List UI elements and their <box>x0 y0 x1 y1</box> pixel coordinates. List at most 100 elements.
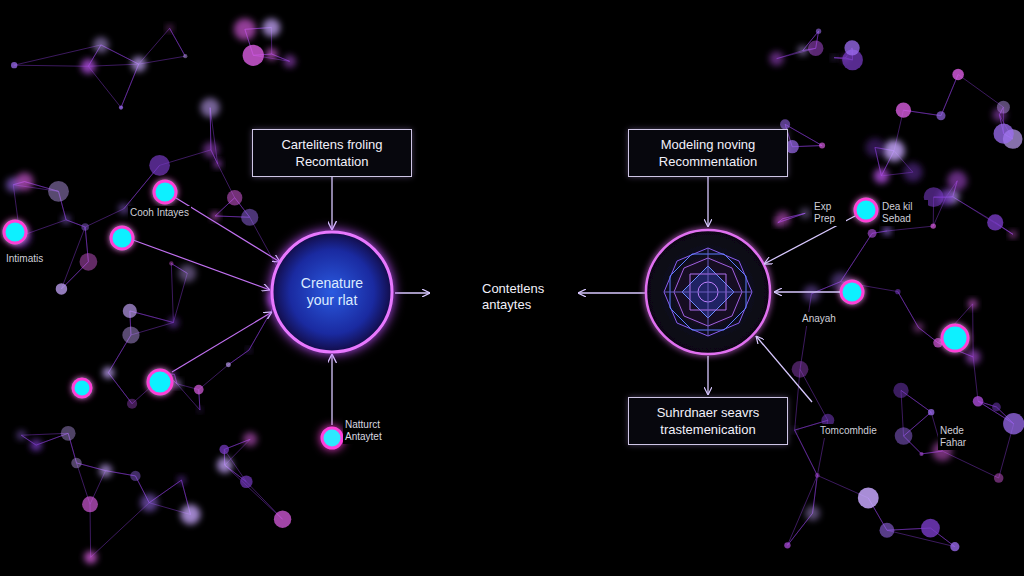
network-dot <box>784 542 790 548</box>
network-dot <box>149 155 170 176</box>
network-link <box>898 292 919 328</box>
network-dot <box>262 19 280 37</box>
network-dot <box>800 208 811 219</box>
network-dot <box>61 426 76 441</box>
network-link <box>170 28 186 56</box>
network-dot <box>880 523 895 538</box>
node-text: Suhrdnaer seavrs trastemenication <box>639 404 777 438</box>
network-dot <box>131 57 146 72</box>
network-dot <box>168 317 179 328</box>
network-dot <box>793 428 797 432</box>
network-dot <box>930 223 935 228</box>
network-dot <box>816 29 821 34</box>
network-dot <box>819 143 825 149</box>
network-dot <box>893 383 908 398</box>
network-dot <box>217 457 233 473</box>
network-dot <box>178 476 186 484</box>
network-link <box>941 74 958 115</box>
network-dot <box>815 473 820 478</box>
network-link <box>958 74 1003 107</box>
network-dot <box>1010 231 1016 237</box>
network-dot <box>180 504 200 524</box>
right-arrows <box>708 176 855 402</box>
network-dot <box>858 488 879 509</box>
network-link <box>91 503 150 558</box>
network-link <box>199 365 229 390</box>
network-dot <box>169 261 173 265</box>
flow-arrow <box>331 354 332 425</box>
network-dot <box>868 229 877 238</box>
network-dot <box>775 211 790 226</box>
network-link <box>887 530 955 546</box>
network-link <box>972 304 974 357</box>
node-dot <box>319 425 345 451</box>
input-node: Natturct Antaytet <box>319 425 345 451</box>
network-dot <box>769 51 783 65</box>
leader-lines <box>133 198 280 372</box>
network-dot <box>950 542 959 551</box>
network-dot <box>895 427 913 445</box>
network-dot <box>127 399 137 409</box>
network-dot <box>895 289 900 294</box>
network-dot <box>987 214 1003 230</box>
network-cluster <box>6 18 1024 563</box>
network-dot <box>1003 413 1024 434</box>
network-dot <box>234 18 256 40</box>
network-dot <box>30 439 42 451</box>
network-dot <box>82 496 98 512</box>
flow-arrow <box>331 177 332 230</box>
network-dot <box>56 283 67 294</box>
network-dot <box>994 473 1004 483</box>
network-dot <box>81 59 96 74</box>
node-label: Exp Prep <box>812 200 846 226</box>
network-dot <box>247 348 251 352</box>
network-dot <box>15 173 33 191</box>
network-dot <box>240 475 253 488</box>
network-dot <box>993 108 1007 122</box>
network-dot <box>140 494 158 512</box>
network-link <box>228 350 249 365</box>
network-link <box>88 64 138 66</box>
node-text: Natturct Antaytet <box>343 418 399 444</box>
network-dot <box>243 432 257 446</box>
network-link <box>108 373 132 404</box>
network-dot <box>48 181 69 202</box>
network-dot <box>80 253 98 271</box>
network-dot <box>99 464 112 477</box>
network-link <box>85 209 124 227</box>
network-link <box>795 369 800 430</box>
network-dot <box>283 55 296 68</box>
network-link <box>171 264 173 323</box>
network-dot <box>211 212 218 219</box>
network-dot <box>914 323 924 333</box>
network-dot <box>919 452 923 456</box>
network-dot <box>903 163 922 182</box>
network-dot <box>227 190 242 205</box>
network-dot <box>172 372 177 377</box>
network-dot <box>194 385 204 395</box>
output-box: Suhrdnaer seavrs trastemenication <box>628 397 788 445</box>
network-link <box>898 292 919 328</box>
network-dot <box>792 361 809 378</box>
network-dot <box>84 551 97 564</box>
network-dot <box>966 350 980 364</box>
network-dot <box>200 98 219 117</box>
network-dot <box>62 216 70 224</box>
glowing-hubs <box>4 181 968 397</box>
network-link <box>800 294 811 370</box>
network-link <box>795 430 818 475</box>
network-dot <box>11 62 17 68</box>
network-dot <box>866 138 885 157</box>
node-label: Dea kil Sebad <box>880 200 928 226</box>
network-dot <box>992 403 1001 412</box>
network-dot <box>119 105 123 109</box>
core-circle: Crenature your rlat <box>270 230 394 354</box>
network-dot <box>947 171 967 191</box>
node-text: Cartelitens froling Recomtation <box>263 136 401 170</box>
flow-label: Contetlens antaytes <box>478 279 572 315</box>
network-dot <box>266 48 278 60</box>
network-dot <box>226 362 231 367</box>
node-label: Nede Fahar <box>938 424 978 450</box>
network-dot <box>874 168 889 183</box>
